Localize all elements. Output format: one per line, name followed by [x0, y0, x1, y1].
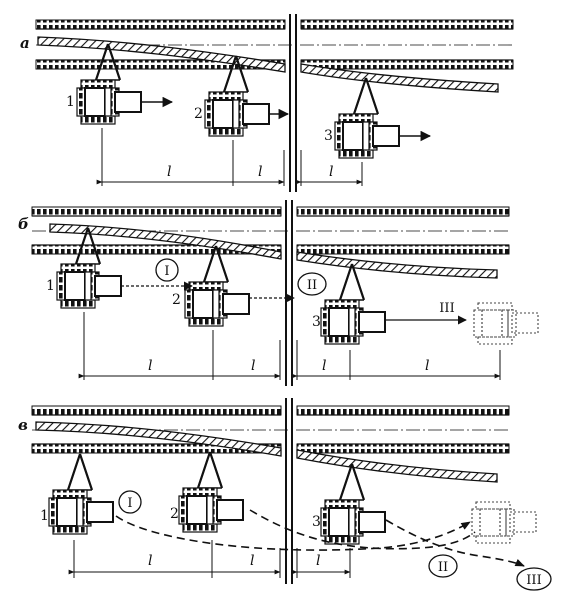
panel-letter: б	[18, 215, 29, 233]
pipeline	[37, 36, 286, 73]
stage-marker	[118, 490, 142, 514]
panel-letter: в	[18, 416, 28, 434]
position-label: 3	[312, 314, 321, 330]
pipelayer	[177, 450, 245, 534]
trajectory	[115, 515, 471, 551]
stage-label: II	[307, 278, 317, 293]
dimension-label: l	[251, 358, 255, 374]
dimension-line	[78, 312, 501, 380]
pipelayer	[183, 244, 251, 328]
dimension-label: l	[167, 164, 171, 180]
stage-marker	[155, 258, 179, 282]
panel-v: в 1 2 3 I II III	[18, 398, 552, 591]
trench-wall-top	[300, 19, 514, 30]
panel-a: а 1 2 3	[20, 14, 514, 192]
dimension-label: l	[322, 358, 326, 374]
pipelayer	[75, 42, 143, 126]
trench-wall-bottom	[300, 59, 514, 70]
pipelayer-future	[471, 501, 537, 544]
stage-label: I	[164, 264, 169, 279]
dimension-label: l	[425, 358, 429, 374]
stage-marker	[297, 272, 327, 296]
dimension-label: l	[148, 553, 152, 569]
pipelayer	[319, 462, 387, 546]
stage-label: II	[438, 560, 448, 575]
pipelayer	[47, 452, 115, 536]
panel-letter: а	[20, 34, 30, 52]
trajectory	[249, 509, 476, 550]
stage-label: III	[526, 573, 541, 588]
dimension-label: l	[316, 553, 320, 569]
dimension-line	[68, 540, 351, 578]
dimension-label: l	[258, 164, 262, 180]
pipelayer-future	[473, 302, 539, 345]
dimension-label: l	[329, 164, 333, 180]
position-label: 1	[40, 508, 49, 524]
dimension-label: l	[250, 553, 254, 569]
pipelayer	[333, 76, 401, 160]
panel-b: б 1 2 3 I II III	[18, 200, 539, 386]
trench-wall-top	[35, 19, 286, 30]
dimension-line	[96, 128, 363, 186]
stage-label: III	[439, 301, 454, 316]
stage-marker	[428, 554, 458, 578]
position-label: 2	[194, 106, 203, 122]
stage-marker	[516, 567, 552, 591]
position-label: 2	[170, 506, 179, 522]
pipeline	[300, 63, 499, 93]
position-label: 3	[312, 514, 321, 530]
pipelayer	[55, 226, 123, 310]
dimension-label: l	[148, 358, 152, 374]
pipelayer	[319, 262, 387, 346]
stage-label: I	[127, 496, 132, 511]
position-label: 3	[324, 128, 333, 144]
position-label: 1	[66, 94, 75, 110]
position-label: 2	[172, 292, 181, 308]
trajectory	[385, 519, 525, 567]
position-label: 1	[46, 278, 55, 294]
